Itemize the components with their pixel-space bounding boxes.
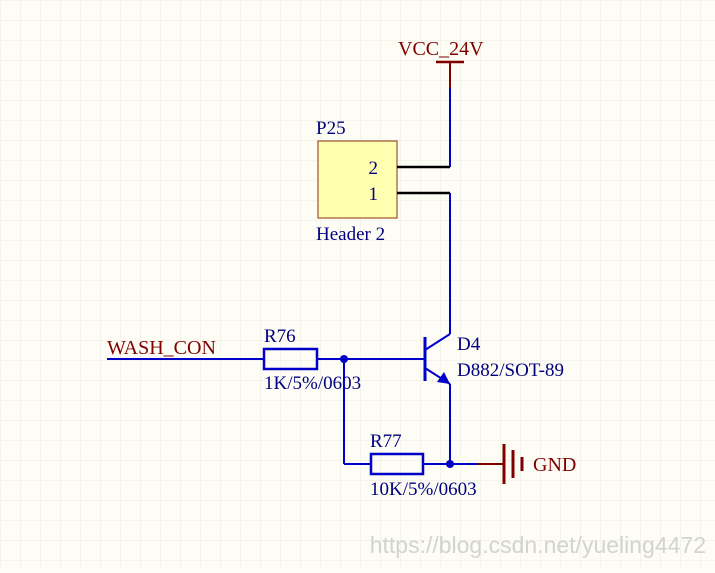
watermark-text: https://blog.csdn.net/yueling4472 bbox=[370, 532, 706, 558]
r77-value: 10K/5%/0603 bbox=[370, 479, 477, 500]
wash-con-label: WASH_CON bbox=[107, 337, 216, 359]
header-pin-1-label: 1 bbox=[369, 184, 379, 205]
transistor-value: D882/SOT-89 bbox=[457, 360, 564, 381]
header-p25[interactable]: P25 2 1 Header 2 bbox=[316, 118, 450, 245]
r76-designator: R76 bbox=[264, 326, 296, 347]
header-pin-2-label: 2 bbox=[369, 158, 379, 179]
gnd-power-port[interactable]: GND bbox=[478, 444, 576, 484]
r76-value: 1K/5%/0603 bbox=[264, 373, 361, 394]
transistor-collector-lead bbox=[424, 333, 451, 351]
vcc-label: VCC_24V bbox=[398, 38, 484, 60]
vcc-power-port[interactable]: VCC_24V bbox=[398, 38, 484, 88]
resistor-r76[interactable]: R76 1K/5%/0603 bbox=[262, 326, 361, 394]
wash-con-net[interactable]: WASH_CON bbox=[107, 337, 264, 360]
junction-gnd bbox=[446, 460, 454, 468]
header-value: Header 2 bbox=[316, 224, 385, 245]
emitter-arrow-icon bbox=[437, 372, 450, 384]
transistor-d4[interactable]: D4 D882/SOT-89 bbox=[423, 284, 564, 385]
transistor-designator: D4 bbox=[457, 334, 481, 355]
header-body bbox=[317, 140, 398, 219]
gnd-label: GND bbox=[533, 454, 576, 476]
r77-designator: R77 bbox=[370, 431, 402, 452]
header-designator: P25 bbox=[316, 118, 346, 139]
